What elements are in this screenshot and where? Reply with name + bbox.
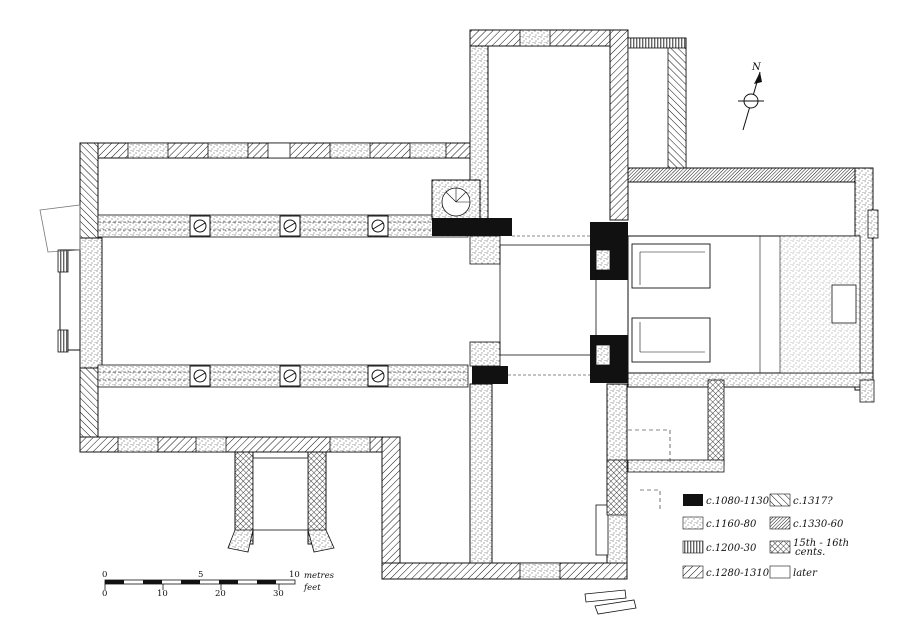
west-door-step [57,249,69,273]
crossing-respond-sw [469,341,501,367]
scale-feet-30: 30 [273,589,284,599]
key-item: c.1080-1130 [683,494,770,507]
nave-west-wall-north [79,142,99,239]
key-item: c.1200-30 [682,540,757,554]
key-label: 15th - 16th [793,538,849,549]
west-door-jamb [59,249,81,351]
key-label-cont: cents. [795,547,825,558]
key-label: c.1080-1130 [706,496,770,507]
nave-north-window-3 [329,142,371,159]
south-transept-south-wall [381,562,628,580]
scale-metres-5: 5 [198,570,203,580]
north-transept-east-wall [609,29,629,221]
key-item: c.1330-60 [769,516,844,530]
south-transept-west-wall [469,383,493,580]
porch-inner [252,457,309,531]
key-item: later [769,565,818,579]
nave-piers [189,215,389,387]
north-arrow: N [738,62,764,131]
south-transept-buttress [606,459,628,516]
key-label: c.1280-1310 [706,568,770,579]
key-item: 15th - 16th cents. [769,538,849,558]
nave-north-window-2 [207,142,249,159]
north-chapel-east [667,37,687,169]
south-transept-window [519,562,561,580]
stalls-north [631,243,711,289]
scale-feet-10: 10 [157,589,168,599]
nave-south-window-3 [329,436,371,453]
key-label: later [793,568,818,579]
west-boundary-fragment [39,204,81,253]
crossing [381,29,687,580]
chancel-south-wall [627,372,874,388]
north-chapel-top [627,37,687,49]
crossing-respond-nw [469,235,501,265]
key-item: c.1160-80 [682,516,757,530]
north-transept-window [519,29,551,47]
stalls-south [631,317,711,363]
south-transept-recess [595,504,609,556]
scale-feet-unit: feet [303,583,321,593]
key-label: c.1200-30 [706,543,757,554]
nave-north-window-4 [409,142,447,159]
south-chapel-wall [627,459,725,473]
west-door-step-s [57,329,69,353]
scale-feet-20: 20 [215,589,226,599]
south-aisle-east-wall [381,436,401,578]
crossing-bay [499,244,597,356]
crossing-respond-ne [595,249,611,271]
key-item: c.1280-1310 [682,565,770,579]
key: c.1080-1130 c.1160-80 c.1200-30 c.1280-1… [682,493,849,579]
key-label: c.1160-80 [706,519,757,530]
crossing-pier-sw [472,366,508,384]
south-porch [227,451,335,553]
nave-north-window-1 [127,142,169,159]
crossing-respond-se [595,344,611,366]
chancel-ne-buttress [867,209,879,239]
scale-feet-0: 0 [102,589,107,599]
crossing-pier-nw [432,218,512,236]
nave [39,142,471,578]
detached-stones [584,589,637,615]
porch-buttress-w [227,529,254,553]
scale-metres-10: 10 [289,570,300,580]
chancel [627,167,879,510]
north-label: N [751,62,762,73]
south-chapel-dashed [628,429,671,510]
porch-buttress-e [307,529,335,553]
key-item: c.1317? [769,493,833,507]
scale-bar: 0 5 10 metres 0 10 20 30 feet [102,570,335,599]
nave-north-door [267,142,291,159]
scale-metres-0: 0 [102,570,107,580]
nave-west-wall-centre [79,237,103,369]
nave-south-window-2 [195,436,227,453]
altar [831,284,857,324]
nave-south-window-1 [117,436,159,453]
chancel-north-wall [627,167,869,183]
south-chapel-buttress [707,379,725,466]
key-label: c.1330-60 [793,519,844,530]
chancel-se-buttress [859,379,875,403]
key-label: c.1317? [793,496,833,507]
scale-metres-unit: metres [304,571,335,581]
